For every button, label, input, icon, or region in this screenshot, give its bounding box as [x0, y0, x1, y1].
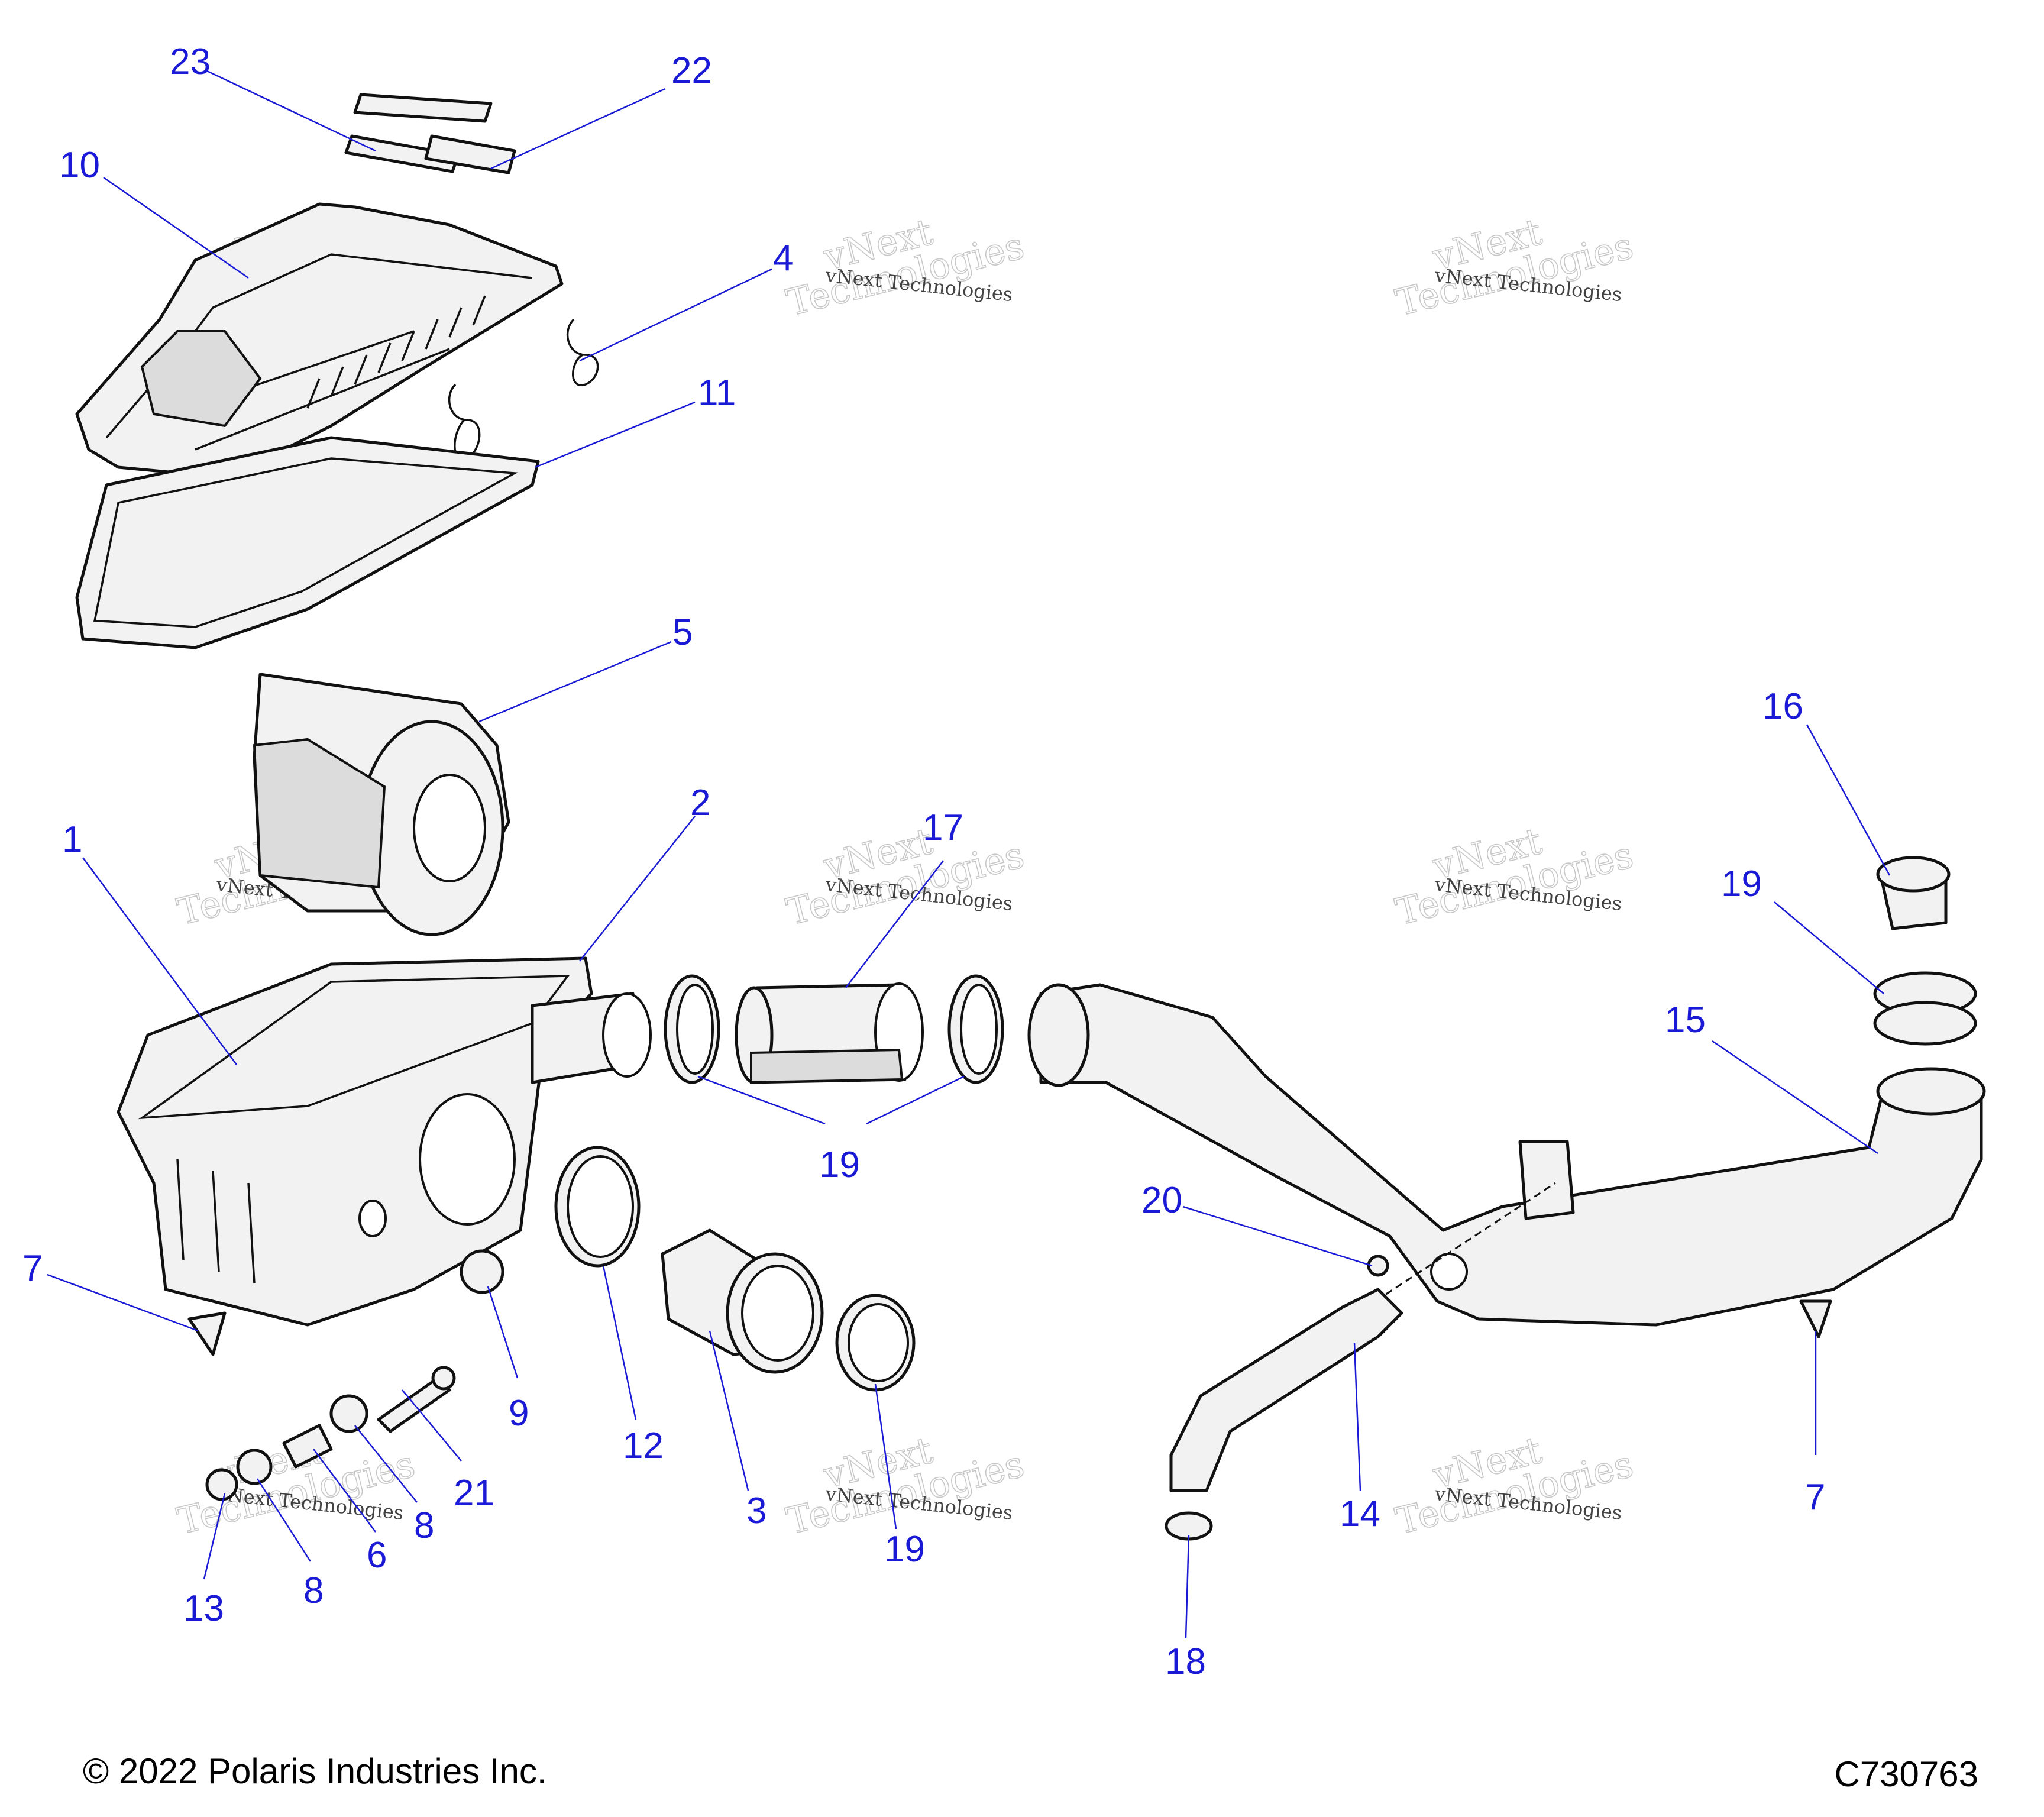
watermark-tile: vNext Technologies: [173, 1428, 419, 1543]
callout-5: 5: [672, 612, 693, 653]
clamp-12: [554, 1146, 641, 1268]
bolt-20: [1367, 1255, 1389, 1277]
leader-lines: [47, 70, 1891, 1639]
callout-17: 17: [923, 807, 963, 848]
coupler-3: [661, 1228, 824, 1374]
clamp-19-lower: [835, 1294, 916, 1392]
callout-19-lower: 19: [884, 1529, 925, 1570]
callout-12: 12: [623, 1425, 664, 1466]
watermark-tile: vNext Technologies: [1391, 209, 1638, 325]
watermark-tile: vNext Technologies: [782, 819, 1029, 934]
callout-20: 20: [1141, 1180, 1182, 1221]
cap-16: [1876, 856, 1951, 930]
decal-labels: [344, 93, 516, 174]
callout-16: 16: [1762, 686, 1803, 727]
callout-21: 21: [454, 1473, 494, 1514]
callout-19-right: 19: [1721, 864, 1762, 904]
callout-18: 18: [1165, 1641, 1206, 1682]
label-decal-23: [344, 134, 460, 173]
callout-4: 4: [773, 238, 793, 279]
callout-14: 14: [1340, 1493, 1380, 1534]
callout-8-lower: 8: [303, 1570, 324, 1611]
callout-6: 6: [367, 1535, 387, 1576]
airbox-1: [117, 956, 652, 1327]
plug-9: [460, 1249, 504, 1294]
label-decal-22: [353, 93, 493, 123]
callout-9: 9: [509, 1393, 529, 1434]
watermark-tile: vNext Technologies: [782, 209, 1029, 325]
callout-8-upper: 8: [414, 1505, 434, 1546]
intake-tube-15: [1027, 983, 1986, 1327]
label-decal-22-b: [424, 134, 516, 174]
watermark-tile: vNext Technologies: [1391, 819, 1638, 934]
gasket-11: [75, 436, 540, 649]
callout-11: 11: [698, 373, 736, 413]
drain-valve-7-right: [1799, 1299, 1832, 1338]
drawing-number: C730763: [1834, 1754, 1978, 1794]
drain-valve-7-left: [187, 1311, 227, 1356]
clamps-19-mid: [664, 974, 1004, 1084]
clamp-19-right: [1873, 971, 1977, 1046]
copyright-text: © 2022 Polaris Industries Inc.: [83, 1751, 547, 1791]
drain-tube-14: [1169, 1288, 1403, 1492]
airbox-cover: [75, 202, 564, 478]
callout-7-left: 7: [22, 1248, 43, 1289]
callout-numbers: 23 22 10 4 11 5 2 1 17 16 19 15 7 20 19 …: [22, 41, 1825, 1682]
watermark-tile: vNext Technologies: [782, 1428, 1029, 1543]
callout-23: 23: [170, 41, 211, 82]
hose-17: [735, 982, 924, 1084]
watermark-tile: vNext Technologies: [1391, 1428, 1638, 1543]
clip-4: [448, 318, 599, 460]
callout-1: 1: [62, 819, 82, 860]
callout-10: 10: [59, 145, 100, 186]
callout-3: 3: [746, 1491, 767, 1531]
air-filter-5: [253, 673, 510, 936]
callout-15: 15: [1665, 1000, 1706, 1040]
callout-19-mid: 19: [819, 1144, 860, 1185]
callout-7-right: 7: [1805, 1477, 1825, 1518]
callout-22: 22: [671, 50, 712, 91]
callout-2: 2: [690, 783, 710, 823]
callout-13: 13: [183, 1588, 224, 1629]
